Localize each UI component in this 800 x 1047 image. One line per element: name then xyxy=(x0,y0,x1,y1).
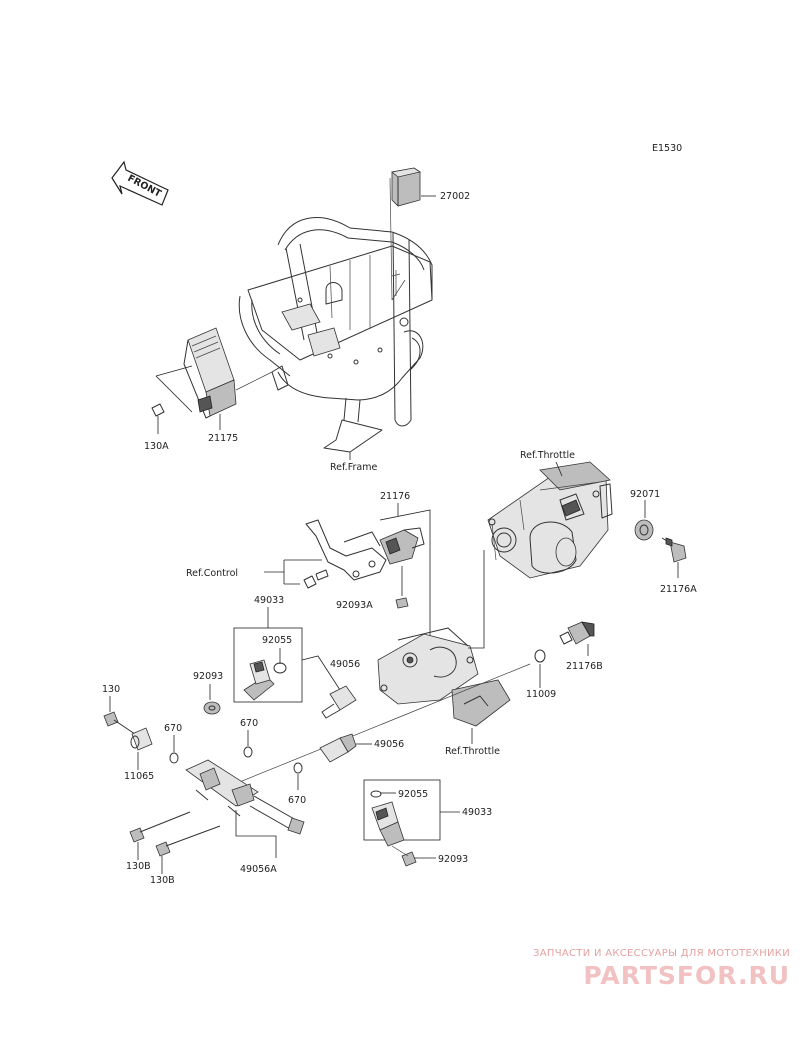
relay-27002 xyxy=(391,167,421,296)
label-21176: 21176 xyxy=(380,491,410,502)
label-49056-mid: 49056 xyxy=(374,739,404,750)
fuel-rail-49056A xyxy=(185,759,305,835)
throttle-body xyxy=(487,461,613,579)
ecu-21175 xyxy=(183,327,273,419)
injector-49033-bottom xyxy=(371,801,405,847)
diagram-code: E1530 xyxy=(652,143,682,154)
label-130: 130 xyxy=(102,684,120,695)
label-ref-throttle-bottom: Ref.Throttle xyxy=(445,746,500,757)
sensor-21176 xyxy=(379,527,425,565)
grommet-92093-top xyxy=(203,701,221,715)
bolt-130B-a xyxy=(129,811,191,843)
bracket-control xyxy=(305,519,387,581)
washer-11009 xyxy=(534,649,546,663)
label-92071: 92071 xyxy=(630,489,660,500)
label-670-b: 670 xyxy=(240,718,258,729)
sensor-21176A xyxy=(661,537,687,563)
frame-assembly xyxy=(238,177,433,453)
label-92055-top: 92055 xyxy=(262,635,292,646)
o-ring-92055-top xyxy=(273,662,287,674)
watermark: ЗАПЧАСТИ И АКСЕССУАРЫ ДЛЯ МОТОТЕХНИКИ PA… xyxy=(470,948,790,990)
fuel-hose-49056-mid xyxy=(319,733,357,763)
label-49033-bottom: 49033 xyxy=(462,807,492,818)
label-670-c: 670 xyxy=(288,795,306,806)
label-ref-throttle-top: Ref.Throttle xyxy=(520,450,575,461)
label-92093-bottom: 92093 xyxy=(438,854,468,865)
label-670-a: 670 xyxy=(164,723,182,734)
label-92093A: 92093A xyxy=(336,600,373,611)
watermark-tagline: ЗАПЧАСТИ И АКСЕССУАРЫ ДЛЯ МОТОТЕХНИКИ xyxy=(533,948,790,959)
bolt-130 xyxy=(103,711,139,737)
bolt-130B-b xyxy=(155,825,221,857)
injector-49033-top xyxy=(243,659,275,701)
label-27002: 27002 xyxy=(440,191,470,202)
label-130B-b: 130B xyxy=(150,875,175,886)
label-21176A: 21176A xyxy=(660,584,697,595)
label-21175: 21175 xyxy=(208,433,238,444)
label-49056-top: 49056 xyxy=(330,659,360,670)
o-ring-92055-bottom xyxy=(370,790,382,798)
intake-manifold xyxy=(377,627,511,727)
label-ref-frame: Ref.Frame xyxy=(330,462,377,473)
label-92093-top: 92093 xyxy=(193,671,223,682)
label-92055-bottom: 92055 xyxy=(398,789,428,800)
bolt-control xyxy=(303,569,329,589)
spacer-11065 xyxy=(130,727,153,751)
label-49056A: 49056A xyxy=(240,864,277,875)
fuel-hose-49056-top xyxy=(321,685,357,719)
label-49033-top: 49033 xyxy=(254,595,284,606)
washer-92071 xyxy=(634,519,654,541)
label-130B-a: 130B xyxy=(126,861,151,872)
label-11009: 11009 xyxy=(526,689,556,700)
o-ring-670-c xyxy=(293,762,303,774)
sensor-21176B xyxy=(559,621,595,645)
o-ring-670-b xyxy=(243,746,253,758)
label-ref-control: Ref.Control xyxy=(186,568,238,579)
label-11065: 11065 xyxy=(124,771,154,782)
watermark-logo: PARTSFOR.RU xyxy=(583,961,790,990)
label-130A: 130A xyxy=(144,441,169,452)
front-arrow-icon: FRONT xyxy=(111,160,169,206)
o-ring-670-a xyxy=(169,752,179,764)
label-21176B: 21176B xyxy=(566,661,603,672)
grommet-92093-bottom xyxy=(401,851,417,867)
